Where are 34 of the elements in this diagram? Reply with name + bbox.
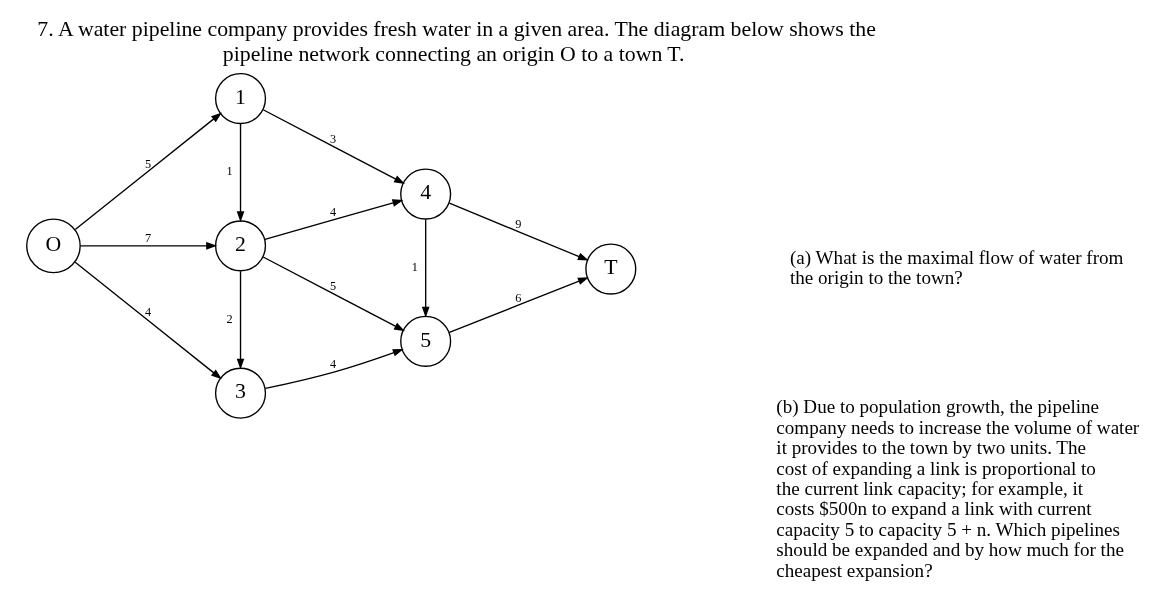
arrow [79,242,217,250]
arrow [262,109,405,184]
arrow [264,349,404,390]
arrow [236,123,244,223]
node-circle: T [584,243,636,295]
arrow [74,112,222,231]
arrow [263,199,403,240]
node-circle: 5 [399,315,451,367]
edge-label: 5 [144,157,151,172]
label: (a) What is the maximal flow of water from the origin to the town? [789,246,1123,289]
arrow [236,270,244,370]
edge-label: 2 [226,311,233,326]
arrow [74,261,222,380]
edge-label: 7 [144,231,151,246]
arrow [448,202,589,261]
edge-label: 6 [514,291,521,306]
edge-label: 4 [144,304,151,319]
edge-label: 1 [411,259,418,274]
edge-label: 9 [514,217,521,232]
arrow [421,218,429,318]
node-circle: 4 [399,168,451,220]
node-circle: 3 [214,367,266,419]
node-circle: 2 [214,220,266,272]
arrow [262,256,405,332]
diagram-title: 7. A water pipeline company provides fresh water in a given area. The diagram below shows the pipeline network connecting an origin O to a town T. [36,17,876,66]
edge-label: 4 [329,205,336,220]
arrow [448,277,589,334]
edge-label: 4 [329,356,336,371]
node-circle: O [25,218,81,274]
edge-label: 1 [226,164,233,179]
edge-label: 3 [329,131,336,146]
node-circle: 1 [214,73,266,125]
label: (b) Due to population growth, the pipeline company needs to increase the volume of water it provides to the town by two units. The cost of expanding a link is proportional to the current link capacity; for example, it costs $500n to expand a link with current capacity 5 to capacity 5 + n. Which pipelines should be expanded and by how much for the cheapest expansion? [775,396,1139,581]
edge-label: 5 [329,278,336,293]
